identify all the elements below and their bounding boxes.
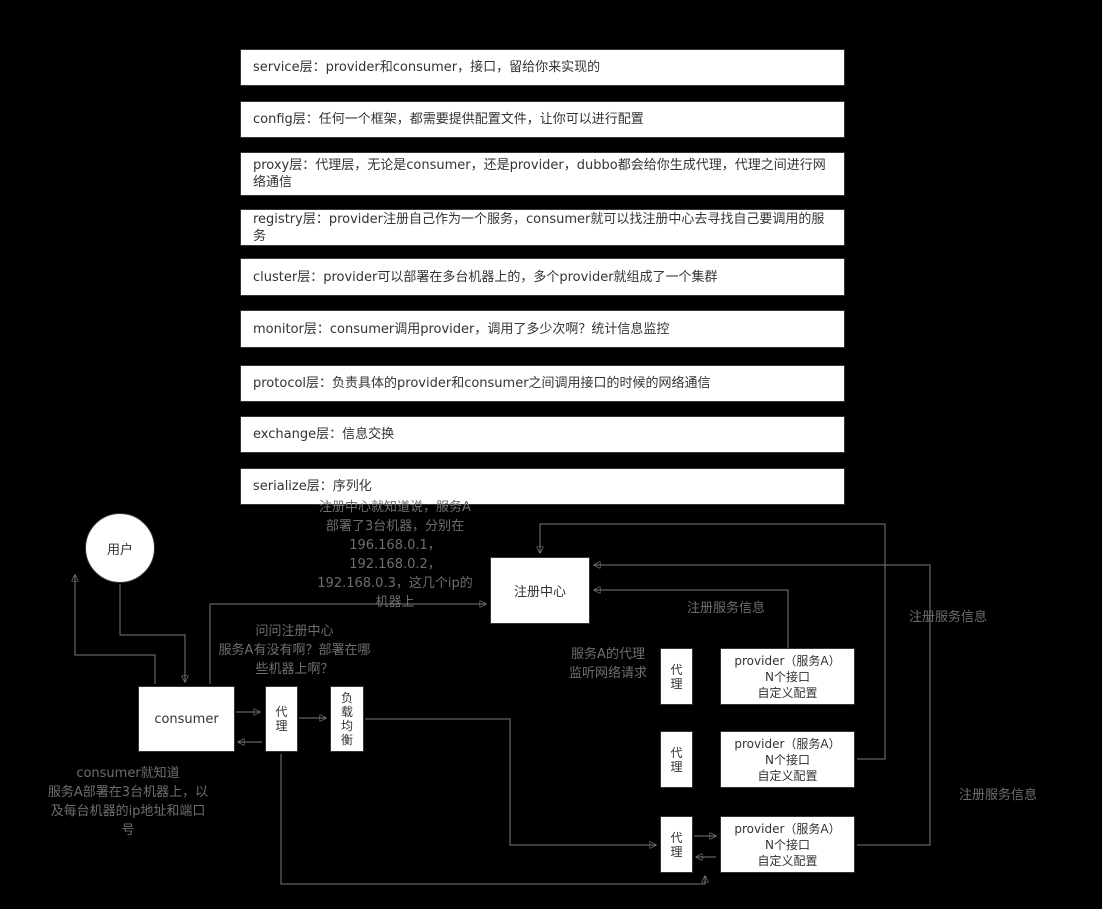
registry-node: 注册中心 (490, 557, 590, 624)
annotation-proxy-listen: 服务A的代理 监听网络请求 (568, 647, 647, 681)
annotation-consumer-knows: consumer就知道 服务A部署在3台机器上，以 及每台机器的ip地址和端口 … (47, 766, 209, 838)
layer-box-cluster: cluster层：provider可以部署在多台机器上的，多个provider就… (240, 258, 845, 296)
layer-box-monitor: monitor层：consumer调用provider，调用了多少次啊？统计信息… (240, 310, 845, 348)
annotation-register-info-2: 注册服务信息 (908, 610, 987, 625)
user-node: 用户 (85, 513, 155, 583)
provider-box-3: provider（服务A） N个接口 自定义配置 (720, 816, 855, 873)
connector-proxy-to-provider3 (280, 754, 705, 885)
connector-consumer-to-registry (209, 604, 486, 684)
annotation-ask-registry: 问问注册中心 服务A有没有啊？部署在哪 些机器上啊？ (218, 624, 371, 677)
layer-box-serialize: serialize层：序列化 (240, 468, 845, 505)
layer-box-registry: registry层：provider注册自己作为一个服务，consumer就可以… (240, 209, 845, 246)
annotation-register-info-1: 注册服务信息 (686, 601, 765, 616)
annotation-register-info-3: 注册服务信息 (958, 788, 1037, 803)
layer-box-protocol: protocol层：负责具体的provider和consumer之间调用接口的时… (240, 365, 845, 402)
connector-loadbalancer-to-proxy3 (365, 718, 656, 845)
provider-proxy-2: 代 理 (660, 731, 693, 788)
connector-provider1-to-registry (594, 590, 789, 648)
provider-proxy-3: 代 理 (660, 816, 693, 873)
provider-proxy-1: 代 理 (660, 648, 693, 705)
layer-box-config: config层：任何一个框架，都需要提供配置文件，让你可以进行配置 (240, 101, 845, 138)
load-balancer-node: 负 载 均 衡 (330, 686, 364, 752)
connector-user-to-consumer (119, 584, 185, 682)
provider-box-2: provider（服务A） N个接口 自定义配置 (720, 731, 855, 788)
connector-provider3-to-registry (594, 565, 931, 846)
annotation-registry-knows: 注册中心就知道说，服务A 部署了3台机器，分别在 196.168.0.1， 19… (317, 500, 473, 610)
provider-box-1: provider（服务A） N个接口 自定义配置 (720, 648, 855, 705)
layer-box-service: service层：provider和consumer，接口，留给你来实现的 (240, 49, 845, 86)
consumer-node: consumer (138, 686, 235, 752)
connector-provider2-to-registry (540, 523, 886, 760)
layer-box-proxy: proxy层：代理层，无论是consumer，还是provider，dubbo都… (240, 152, 845, 196)
layer-box-exchange: exchange层：信息交换 (240, 416, 845, 453)
connector-consumer-to-user (75, 575, 156, 684)
consumer-proxy-node: 代 理 (265, 686, 298, 752)
